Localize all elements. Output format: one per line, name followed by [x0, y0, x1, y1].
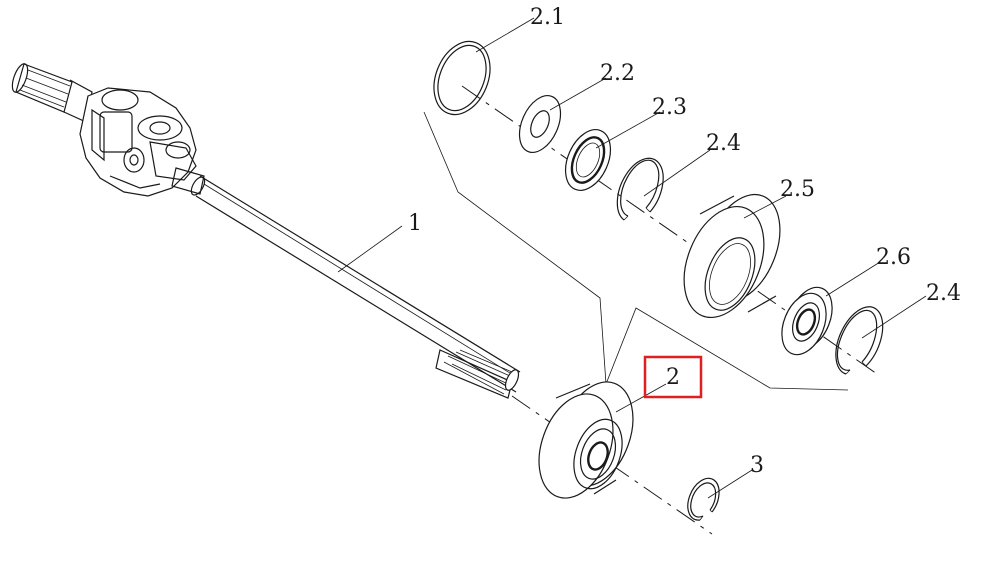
- label-snap-ring: 3: [750, 453, 764, 478]
- assembled-bearing-unit: [538, 381, 634, 499]
- highlight-box: [643, 355, 703, 399]
- bearing-part: [781, 286, 833, 356]
- shaft-with-universal-joint: [11, 63, 521, 399]
- label-assembly: 2: [666, 365, 680, 390]
- snap-ring-part: [687, 477, 720, 521]
- exploded-view-frame: [423, 111, 849, 391]
- circlip-bottom-part: [835, 306, 884, 375]
- universal-joint-yoke: [79, 87, 205, 197]
- label-oil-seal: 2.3: [652, 95, 687, 120]
- leader-lines: [337, 17, 927, 499]
- label-housing: 2.5: [780, 177, 815, 202]
- circlip-top-part: [616, 157, 664, 221]
- label-circlip-bottom: 2.4: [926, 281, 961, 306]
- washer-part: [518, 95, 562, 153]
- label-washer: 2.2: [600, 61, 635, 86]
- oil-seal-part: [564, 129, 612, 191]
- seal-ring-part: [433, 40, 491, 116]
- shaft-spline-center: [435, 349, 520, 399]
- shaft-body: [190, 175, 521, 393]
- shaft-spline-end: [11, 63, 93, 123]
- label-seal-ring: 2.1: [530, 5, 565, 30]
- label-circlip-top: 2.4: [706, 131, 741, 156]
- bearing-housing-part: [683, 193, 781, 319]
- label-bearing: 2.6: [876, 245, 911, 270]
- label-shaft: 1: [408, 211, 422, 236]
